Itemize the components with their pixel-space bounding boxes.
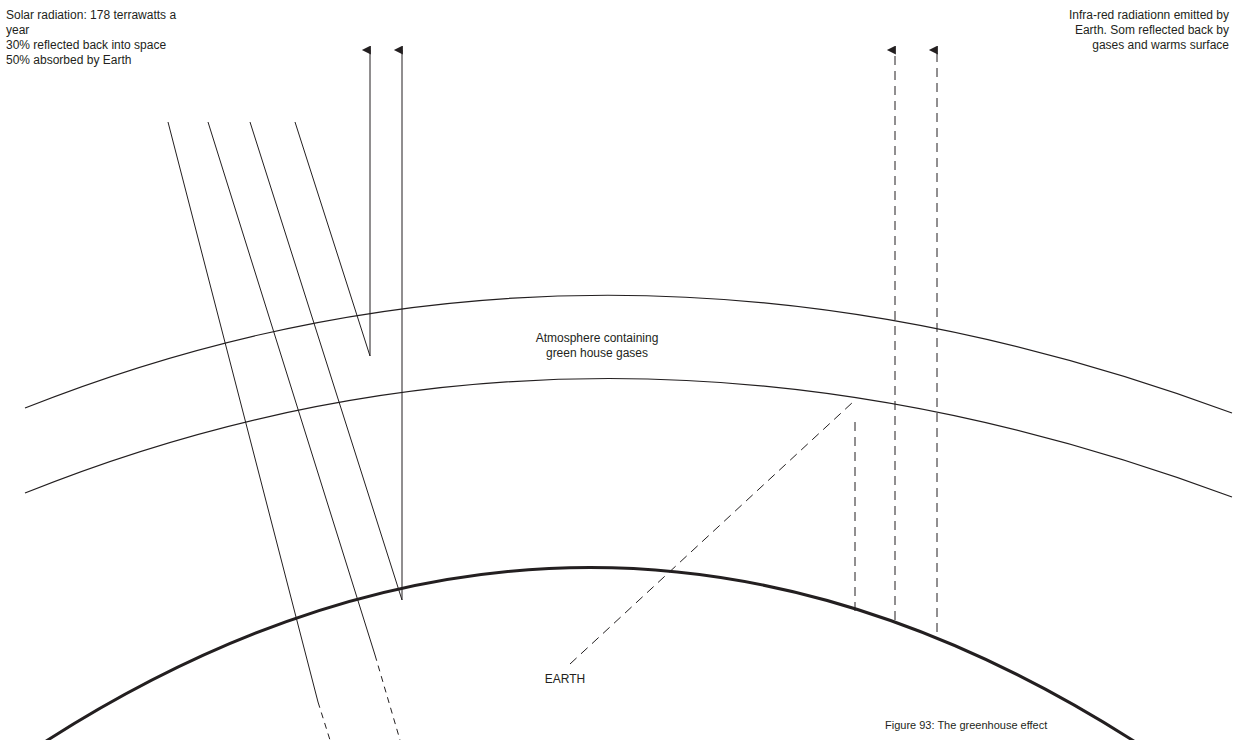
atmosphere-outer-edge: [25, 295, 1232, 413]
atmosphere-inner-edge: [25, 378, 1232, 497]
infrared-note: Infra-red radiationn emitted by Earth. S…: [1064, 8, 1229, 53]
earth-surface: [40, 568, 1140, 740]
earth-label: EARTH: [535, 672, 595, 687]
solar-rays: [168, 50, 402, 740]
figure-caption: Figure 93: The greenhouse effect: [885, 718, 1047, 733]
atmosphere-label: Atmosphere containing green house gases: [527, 331, 667, 361]
solar-note: 30% reflected back into space: [6, 38, 226, 53]
solar-note: Solar radiation: 178 terrawatts a year: [6, 8, 178, 38]
solar-note: 50% absorbed by Earth: [6, 53, 226, 68]
